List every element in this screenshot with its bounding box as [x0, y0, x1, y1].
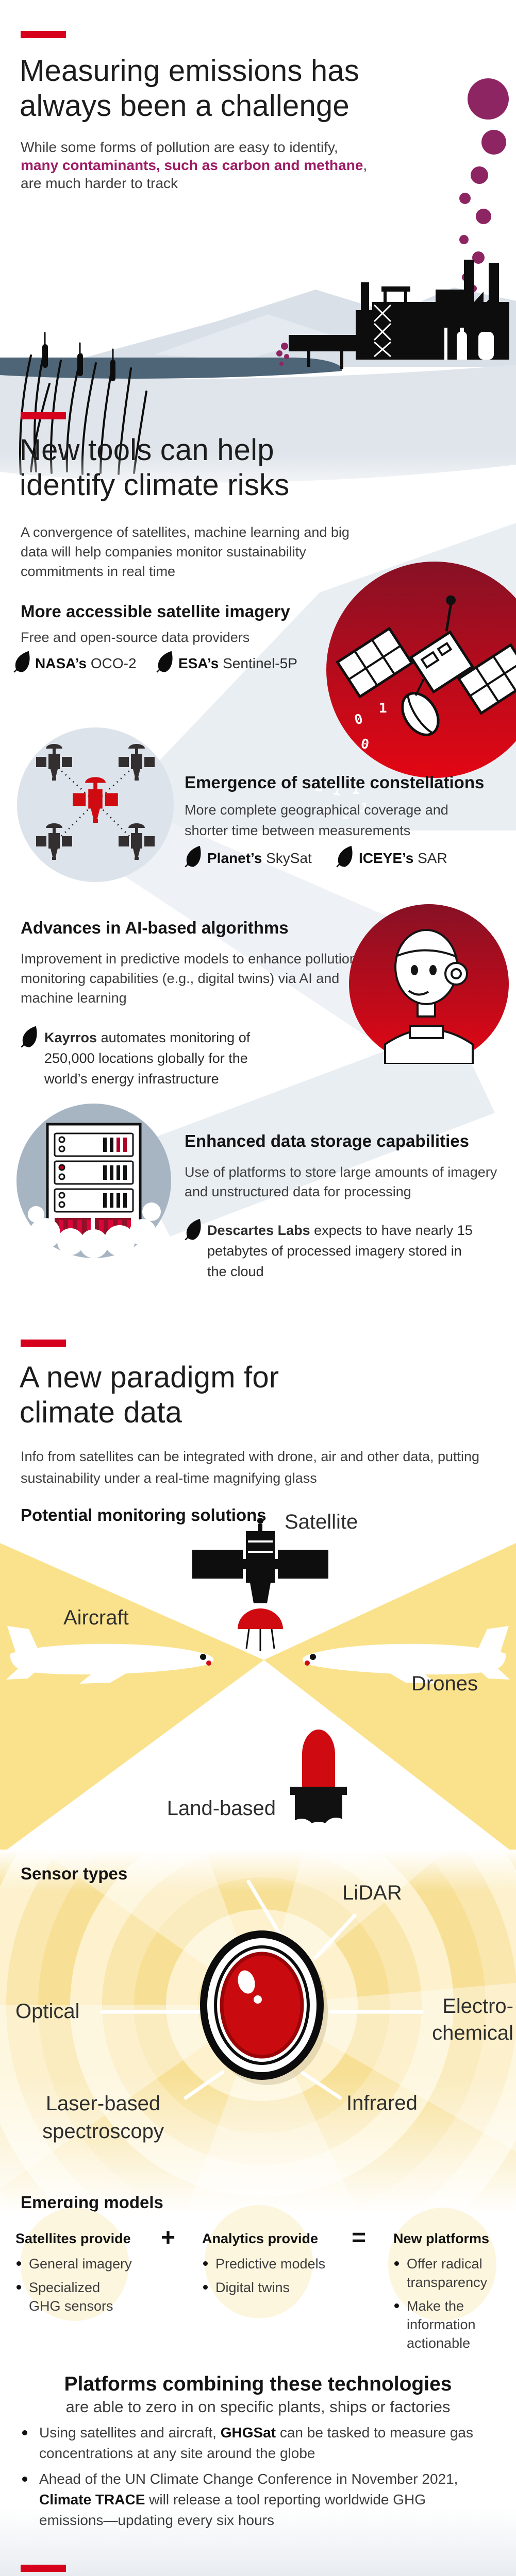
bullet-esa-label: ESA’s — [178, 655, 219, 671]
leaf-bullet-icon — [156, 651, 173, 673]
effluent-dots — [276, 343, 289, 366]
platforms-banner: Platforms combining these technologies — [64, 2373, 452, 2395]
kayrros-label: Kayrros — [44, 1030, 97, 1045]
scene-fade — [0, 453, 516, 520]
subtitle-line-1: While some forms of pollution are easy t… — [21, 139, 338, 155]
plus-sign: + — [161, 2224, 176, 2251]
section2-intro: A convergence of satellites, machine lea… — [21, 524, 349, 579]
factory-scene-illustration — [0, 78, 516, 483]
binary-digit: 1 — [314, 779, 323, 794]
red-satellite-icon — [73, 777, 118, 823]
satellite-icon — [192, 1518, 328, 1603]
constellations-heading: Emergence of satellite constellations — [185, 773, 485, 792]
label-land-based: Land-based — [167, 1797, 276, 1820]
accent-bar — [21, 31, 66, 38]
binary-digit: 1 — [352, 782, 360, 798]
sensor-eye-illustration — [200, 1930, 328, 2085]
label-aircraft: Aircraft — [63, 1606, 129, 1629]
descartes-label: Descartes Labs — [207, 1223, 310, 1238]
col-analytics-title: Analytics provide — [202, 2231, 319, 2246]
accent-bar — [21, 2565, 66, 2572]
accent-bar — [21, 412, 66, 419]
label-electrochemical: Electro- chemical — [432, 1995, 513, 2044]
ghgsat-bullet: Using satellites and aircraft, GHGSat ca… — [21, 2422, 474, 2464]
label-satellite: Satellite — [285, 1511, 358, 1533]
label-optical: Optical — [15, 2000, 80, 2023]
binary-digit: 1 — [322, 855, 330, 871]
data-storage-illustration — [16, 1104, 171, 1258]
column-ellipse — [388, 2208, 496, 2321]
label-lidar: LiDAR — [342, 1882, 402, 1904]
leaf-bullet-icon — [185, 846, 201, 868]
satellite-dish — [238, 1608, 283, 1629]
binary-digit: 0 — [343, 825, 352, 841]
accent-bar — [21, 1340, 66, 1347]
drone-icon — [302, 1626, 510, 1684]
subtitle-line-3: are much harder to track — [21, 175, 178, 191]
bullet-planet-label: Planet’s — [207, 850, 262, 866]
storage-body: Use of platforms to store large amounts … — [185, 1164, 497, 1199]
platform-examples: Using satellites and aircraft, GHGSat ca… — [21, 2422, 474, 2531]
monitoring-heading: Potential monitoring solutions — [21, 1505, 267, 1524]
storage-heading: Enhanced data storage capabilities — [185, 1131, 470, 1150]
sensors-heading: Sensor types — [21, 1864, 128, 1883]
leaf-bullet-icon — [21, 1026, 37, 1048]
imagery-sub: Free and open-source data providers — [21, 630, 250, 645]
section3-title: A new paradigm for climate data — [20, 1361, 279, 1429]
monitoring-illustration — [0, 1518, 516, 1855]
emerging-heading: Emerging models — [21, 2193, 163, 2212]
bullet-nasa-label: NASA’s — [35, 655, 87, 671]
subtitle-highlight: many contaminants, such as carbon and me… — [21, 157, 363, 173]
cloud-shapes — [28, 1202, 161, 1258]
label-drones: Drones — [411, 1672, 478, 1695]
label-infrared: Infrared — [346, 2092, 418, 2114]
col-satellites-title: Satellites provide — [15, 2231, 131, 2246]
bullet-nasa — [13, 651, 31, 673]
column-ellipse — [21, 2208, 129, 2321]
section3-intro: Info from satellites can be integrated w… — [21, 1449, 480, 1486]
leaf-bullet-icon — [13, 651, 30, 673]
imagery-heading: More accessible satellite imagery — [21, 602, 290, 621]
title-line-1: Measuring emissions has — [20, 54, 359, 88]
col-platforms-title: New platforms — [393, 2231, 490, 2246]
platforms-banner-sub: are able to zero in on specific plants, … — [65, 2398, 451, 2416]
bullet-iceye-label: ICEYE’s — [359, 850, 414, 866]
satellite-icons — [36, 744, 155, 860]
binary-digit: 1 — [341, 807, 349, 822]
satellite-illustration — [326, 562, 516, 778]
ai-heading: Advances in AI-based algorithms — [21, 918, 289, 937]
title-line-2: always been a challenge — [20, 89, 349, 123]
bullet-esa — [156, 651, 174, 673]
binary-digit: 1 — [379, 701, 387, 716]
binary-digit: 1 — [306, 826, 314, 842]
robot-illustration — [349, 904, 509, 1064]
leaf-bullet-icon — [336, 846, 353, 868]
constellation-illustration — [17, 727, 174, 882]
aircraft-icon — [6, 1626, 214, 1684]
section2-title: New tools can help identify climate risk… — [20, 433, 290, 502]
page-subtitle: While some forms of pollution are easy t… — [21, 139, 368, 191]
leaf-bullet-icon — [185, 1219, 201, 1241]
column-ellipse — [205, 2205, 313, 2318]
col-analytics-list: Predictive models Digital twins — [202, 2255, 325, 2302]
section4-gradient — [0, 2508, 516, 2576]
ai-body: Improvement in predictive models to enha… — [21, 951, 357, 1006]
label-laser-spectroscopy: Laser-based spectroscopy — [42, 2092, 164, 2143]
land-sensor-icon — [282, 1730, 355, 1853]
constellations-body: More complete geographical coverage and … — [185, 802, 448, 838]
climate-trace-bullet: Ahead of the UN Climate Change Conferenc… — [21, 2469, 474, 2531]
equals-sign: = — [352, 2224, 367, 2251]
page-title: Measuring emissions has always been a ch… — [20, 54, 359, 124]
